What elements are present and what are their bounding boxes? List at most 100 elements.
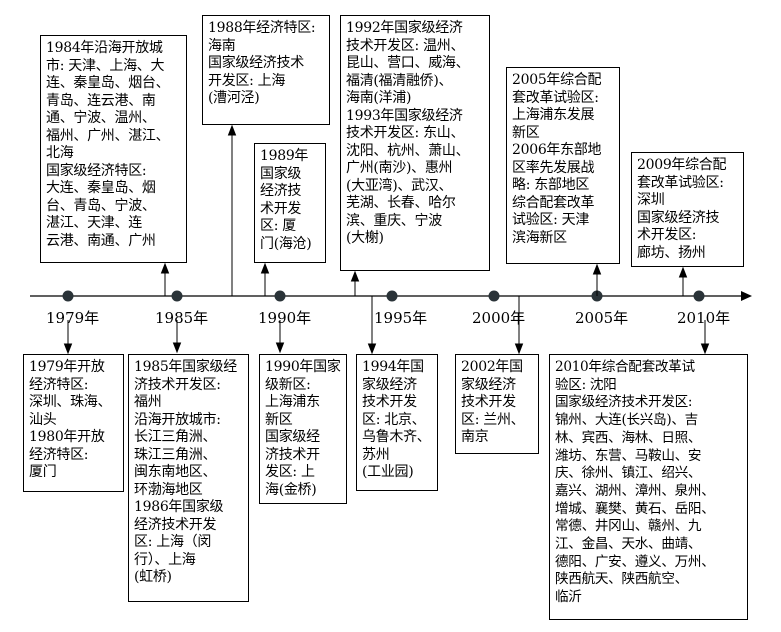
line: 套改革试验区: [637, 174, 724, 191]
line: 技术开发 [461, 394, 516, 410]
line: 德阳、广安、遵义、万州、 [555, 553, 715, 570]
line: 1993年国家级经济 [346, 107, 463, 124]
line: 经济特区: [29, 376, 89, 393]
line: 增城、襄樊、黄石、岳阳、 [555, 500, 715, 517]
year-nodes [62, 290, 705, 302]
line: 锦州、大连(长兴岛)、吉 [555, 412, 698, 429]
line: 陕西航天、陕西航空、 [555, 571, 688, 588]
line: 1990年国家 [265, 359, 341, 375]
line: 嘉兴、湖州、漳州、泉州、 [555, 482, 715, 499]
line: 珠江三角洲、 [134, 446, 217, 463]
node-1995 [386, 290, 398, 302]
line: 潍坊、东营、马鞍山、安 [555, 447, 702, 464]
line: 苏州 [362, 446, 390, 463]
line: 1992年国家级经济 [346, 20, 463, 36]
line: 福州 [134, 394, 162, 410]
line: 常德、井冈山、赣州、九 [555, 518, 702, 535]
line: 上海浦东发展 [512, 107, 595, 123]
line: 林、宾西、海林、日照、 [555, 429, 702, 446]
line: 1984年沿海开放城 [46, 40, 163, 56]
line: 区: 兰州、 [461, 411, 525, 428]
line: (虹桥) [134, 569, 172, 585]
node-2010 [693, 290, 705, 302]
event-box-1979: 1979年开放 经济特区: 深圳、珠海、 汕头 1980年开放 经济特区: 厦门 [23, 354, 124, 492]
line: 海南 [208, 37, 236, 54]
line: 闽东南地区、 [134, 464, 217, 480]
line: 福州、广州、湛江、 [46, 127, 170, 144]
line: 连、秦皇岛、烟台、 [46, 75, 170, 91]
line: 术开发 [260, 200, 302, 217]
line: 2005年综合配 [512, 72, 602, 88]
line: 台、青岛、宁波、 [46, 197, 156, 214]
line: 家级经济 [461, 376, 516, 393]
line: 开发区: 上海 [208, 72, 286, 89]
line: 技术开发 [362, 394, 417, 410]
line: 套改革试验区: [512, 89, 599, 106]
node-1990 [274, 290, 286, 302]
line: 廊坊、扬州 [637, 244, 706, 261]
node-1979 [62, 290, 74, 302]
event-box-2010: 2010年综合配套改革试 验区: 沈阳 国家级经济技术开发区: 锦州、大连(长兴… [549, 354, 748, 620]
event-box-1994: 1994年国 家级经济 技术开发 区: 北京、 乌鲁木齐、 苏州 (工业园) [356, 354, 438, 491]
line: 区: 北京、 [362, 411, 426, 428]
line: 上海浦东 [265, 394, 320, 410]
year-label-2000: 2000年 [472, 309, 526, 327]
line: 综合配套改革 [512, 194, 595, 211]
line: 新区 [512, 124, 540, 141]
line: 门(海沧) [260, 235, 312, 252]
node-1985 [171, 290, 183, 302]
line: 沈阳、杭州、萧山、 [346, 142, 470, 159]
line: 通、宁波、温州、 [46, 110, 156, 126]
line: 新区 [265, 411, 293, 428]
line: 区率先发展战 [512, 159, 595, 176]
line: 经济技术开发 [134, 516, 217, 533]
line: 广州(南沙)、惠州 [346, 160, 453, 176]
line: (大榭) [346, 230, 384, 246]
line: 芜湖、长春、哈尔 [346, 195, 456, 211]
line: 1980年开放 [29, 429, 105, 445]
line: 济技术开发区: [134, 376, 221, 393]
line: 1988年经济特区: [208, 20, 316, 36]
line: 滨海新区 [512, 229, 567, 246]
line: 1994年国 [362, 359, 424, 375]
line: 滨、重庆、宁波 [346, 212, 442, 229]
line: 1989年 [260, 148, 309, 164]
event-box-1989: 1989年 国家级 经济技 术开发 区: 厦 门(海沧) [254, 143, 326, 263]
line: 国家级经济技术 [208, 55, 304, 71]
line: 深圳 [637, 192, 665, 208]
event-box-1985: 1985年国家级经 济技术开发区: 福州 沿海开放城市: 长江三角洲、 珠江三角… [128, 354, 249, 602]
line: 深圳、珠海、 [29, 394, 112, 410]
up-connectors [160, 124, 688, 296]
event-box-2009: 2009年综合配 套改革试验区: 深圳 国家级经济技 术开发区: 廊坊、扬州 [631, 152, 744, 267]
line: 国家级 [260, 165, 302, 182]
event-box-1988: 1988年经济特区: 海南 国家级经济技术 开发区: 上海 (漕河泾) [202, 15, 330, 125]
line: 技术开发区: 温州、 [346, 37, 465, 54]
line: 大连、秦皇岛、烟 [46, 180, 156, 196]
line: 庆、徐州、镇江、绍兴、 [555, 465, 702, 482]
line: 云港、南通、广州 [46, 232, 156, 249]
line: 发区: 上 [265, 464, 315, 480]
year-label-2005: 2005年 [575, 309, 629, 327]
line: 验区: 沈阳 [555, 376, 617, 393]
line: 国家级经济技术开发区: [555, 394, 693, 411]
line: 1986年国家级 [134, 499, 224, 515]
line: 2002年国 [461, 359, 523, 375]
event-box-1990: 1990年国家 级新区: 上海浦东 新区 国家级经 济技术开 发区: 上 海(金… [259, 354, 347, 504]
line: 海南(洋浦) [346, 90, 412, 106]
line: 环渤海地区 [134, 481, 203, 498]
line: 长江三角洲、 [134, 429, 217, 445]
line: 术开发区: [637, 227, 697, 243]
line: 济技术开 [265, 446, 320, 463]
event-box-2002: 2002年国 家级经济 技术开发 区: 兰州、 南京 [455, 354, 539, 454]
line: (大亚湾)、武汉、 [346, 177, 453, 194]
line: 青岛、连云港、南 [46, 92, 156, 109]
line: 厦门 [29, 464, 57, 480]
year-label-1985: 1985年 [155, 309, 209, 327]
line: 经济特区: [29, 446, 89, 463]
line: 市: 天津、上海、大 [46, 57, 165, 74]
line: 临沂 [555, 589, 582, 606]
line: 2009年综合配 [637, 157, 727, 173]
line: 昆山、营口、威海、 [346, 55, 470, 71]
line: 国家级经济特区: [46, 162, 147, 179]
line: 2010年综合配套改革试 [555, 359, 695, 375]
